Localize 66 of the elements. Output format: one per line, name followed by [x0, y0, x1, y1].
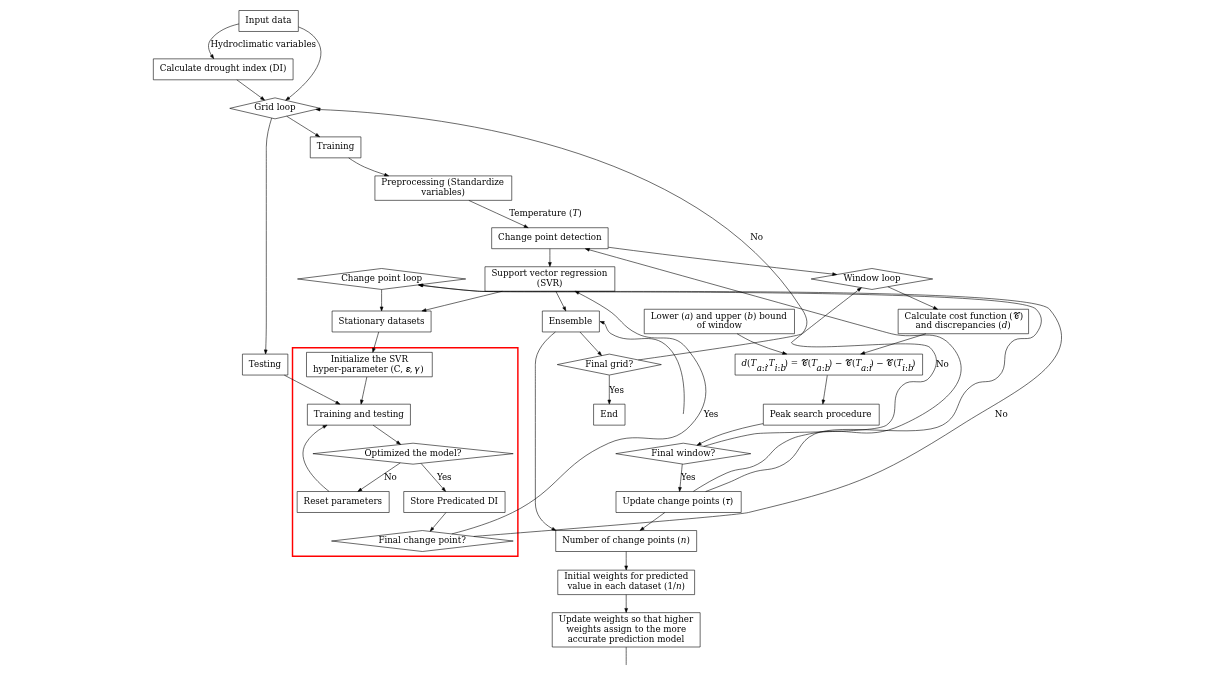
node-diamond: Final change point?	[330, 530, 513, 552]
edge-label: No	[383, 471, 397, 482]
arrow	[579, 331, 602, 356]
edge-label: Yes	[436, 471, 452, 482]
arrow	[607, 246, 837, 276]
arrow	[302, 424, 329, 492]
node-box: Number of change points (𝑛)	[554, 530, 697, 552]
arrow	[703, 287, 937, 447]
node-box: Reset parameters	[296, 491, 389, 513]
node-box: Lower (𝑎) and upper (𝑏) bound of window	[643, 308, 795, 334]
node-box: Initial weights for predicted value in each dataset (1/𝑛)	[557, 569, 695, 595]
arrow	[624, 551, 628, 571]
node-box: Testing	[241, 353, 288, 376]
node-box: Update change points (𝜏)	[615, 491, 741, 513]
arrow	[736, 333, 787, 355]
node-box: Training	[309, 136, 361, 159]
arrow	[347, 157, 389, 177]
arrow	[887, 286, 938, 310]
arrow	[555, 291, 566, 312]
edge-label: No	[749, 232, 763, 243]
arrow	[371, 331, 379, 353]
arrow	[547, 248, 552, 267]
arrow	[284, 26, 321, 101]
arrow	[696, 423, 763, 446]
node-box: Ensemble	[541, 310, 600, 333]
arrow	[584, 248, 961, 492]
arrow	[639, 512, 665, 531]
edge-label: No	[935, 358, 949, 369]
edge-label: Yes	[608, 384, 624, 395]
node-box: Input data	[238, 10, 299, 32]
edge-label: No	[994, 408, 1008, 419]
node-box: Store Predicated DI	[402, 491, 505, 513]
arrow	[859, 333, 926, 355]
node-box: Change point detection	[490, 227, 608, 249]
arrow	[599, 321, 684, 415]
arrow	[315, 107, 807, 361]
arrow	[359, 376, 367, 405]
arrow	[283, 374, 340, 405]
node-box: Calculate drought index (DI)	[152, 58, 293, 81]
node-box: Update weights so that higher weights assign to the more accurate prediction model	[551, 612, 700, 648]
edge-label: Yes	[680, 471, 696, 482]
arrow	[429, 512, 446, 532]
arrow	[468, 200, 528, 228]
arrow	[624, 594, 628, 613]
arrow	[357, 462, 401, 492]
arrow	[236, 79, 265, 101]
arrow	[285, 115, 320, 138]
node-box: Calculate cost function (𝒞) and discrepancies (𝑑)	[897, 308, 1029, 334]
edge-label: Yes	[703, 408, 718, 419]
arrow	[421, 290, 503, 312]
arrow	[207, 23, 239, 59]
node-box: Training and testing	[306, 403, 411, 426]
arrow	[821, 375, 828, 405]
arrow	[677, 463, 683, 492]
arrow	[379, 289, 383, 312]
node-box: Peak search procedure	[762, 403, 879, 426]
node-box: End	[592, 403, 625, 426]
node-box: Initialize the SVR hyper-parameter (C, 𝜀, 𝛾)	[305, 352, 433, 378]
edge-label: Temperature (𝑇)	[508, 208, 582, 219]
node-box: Support vector regression (SVR)	[484, 266, 615, 292]
edge-label: Hydroclimatic variables	[209, 39, 316, 50]
arrow	[420, 463, 446, 492]
arrow	[263, 117, 272, 355]
arrow	[372, 424, 401, 445]
arrow	[450, 290, 706, 535]
arrow	[607, 375, 611, 405]
